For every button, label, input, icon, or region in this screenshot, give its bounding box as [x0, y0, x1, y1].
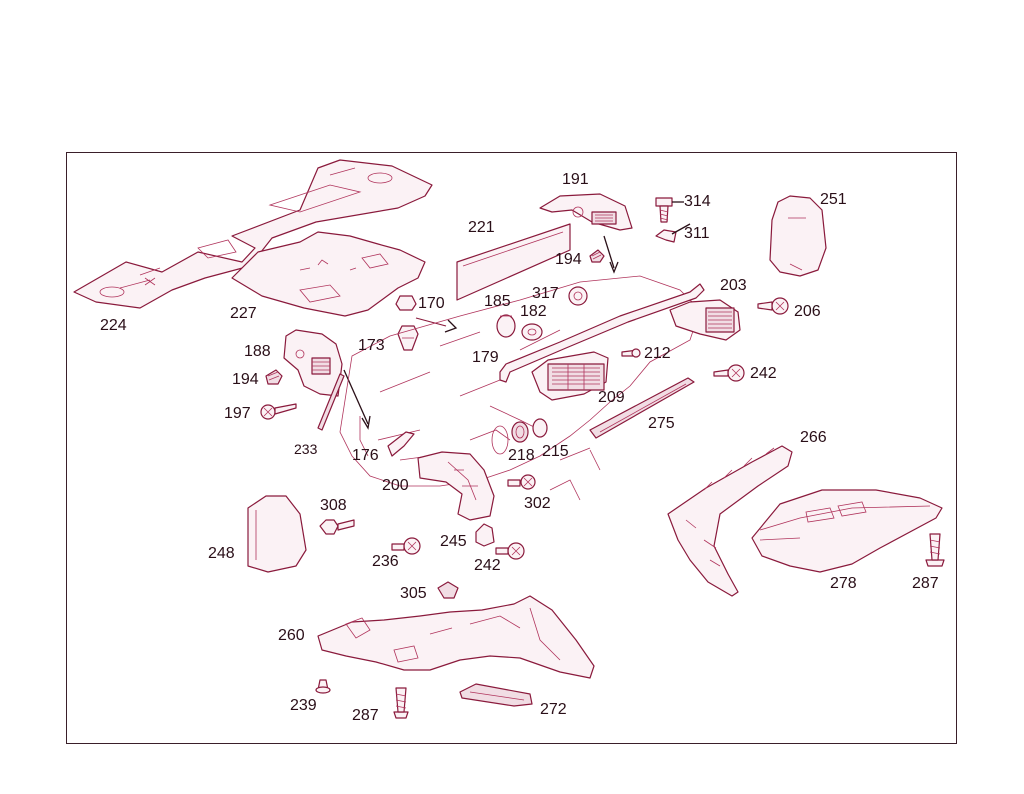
part-194-clip-left[interactable]	[265, 369, 283, 385]
label-305: 305	[400, 585, 427, 602]
part-251-side-cover[interactable]	[769, 195, 827, 277]
label-275: 275	[648, 415, 675, 432]
label-287-bottom: 287	[352, 707, 379, 724]
part-248-cover[interactable]	[247, 495, 307, 573]
part-194-clip-upper[interactable]	[589, 249, 605, 263]
part-188-side-vent[interactable]	[283, 329, 343, 397]
part-224-insulation-mat[interactable]	[73, 159, 433, 309]
label-239: 239	[290, 697, 317, 714]
diagram-frame	[66, 152, 957, 744]
label-218: 218	[508, 447, 535, 464]
label-272: 272	[540, 701, 567, 718]
part-209-center-vent[interactable]	[531, 351, 609, 401]
label-188: 188	[244, 343, 271, 360]
label-287-right: 287	[912, 575, 939, 592]
label-194-left: 194	[232, 371, 259, 388]
part-179-trim-strip[interactable]	[499, 283, 705, 383]
label-224: 224	[100, 317, 127, 334]
label-179: 179	[472, 349, 499, 366]
label-248: 248	[208, 545, 235, 562]
part-311-clip[interactable]	[655, 229, 677, 243]
part-233-strip[interactable]	[317, 373, 345, 431]
part-302-screw[interactable]	[507, 474, 536, 490]
part-305-clip[interactable]	[437, 581, 459, 599]
part-218-switch[interactable]	[491, 421, 529, 455]
part-317-grommet[interactable]	[568, 286, 588, 306]
label-266: 266	[800, 429, 827, 446]
part-236-screw[interactable]	[391, 537, 421, 555]
leader-lines	[671, 201, 691, 235]
label-206: 206	[794, 303, 821, 320]
label-311: 311	[684, 225, 710, 242]
part-245-clip[interactable]	[475, 523, 495, 547]
part-173-clip[interactable]	[397, 325, 419, 351]
part-275-strip[interactable]	[589, 377, 695, 439]
part-239-fastener[interactable]	[315, 679, 331, 694]
part-170-clip[interactable]	[395, 295, 458, 333]
label-242-lower: 242	[474, 557, 501, 574]
part-287-screw-right[interactable]	[925, 533, 945, 567]
label-302: 302	[524, 495, 551, 512]
part-227-floor-mat[interactable]	[231, 231, 426, 317]
part-272-plate[interactable]	[459, 683, 533, 707]
part-labels: 224 227 221 191 314 311 251 194 317 185 …	[100, 171, 939, 724]
part-287-screw-bottom[interactable]	[393, 687, 409, 719]
label-233: 233	[294, 441, 318, 457]
label-197: 197	[224, 405, 251, 422]
label-194-upper: 194	[555, 251, 582, 268]
label-251: 251	[820, 191, 847, 208]
label-308: 308	[320, 497, 347, 514]
label-215: 215	[542, 443, 569, 460]
label-209: 209	[598, 389, 625, 406]
label-170: 170	[418, 295, 445, 312]
label-221: 221	[468, 219, 495, 236]
part-266-side-panel[interactable]	[667, 445, 793, 597]
label-245: 245	[440, 533, 467, 550]
label-176: 176	[352, 447, 379, 464]
part-308-screw[interactable]	[319, 519, 355, 535]
label-236: 236	[372, 553, 399, 570]
part-203-right-vent[interactable]	[669, 299, 741, 341]
label-278: 278	[830, 575, 857, 592]
part-206-screw[interactable]	[757, 297, 789, 315]
part-314-bolt[interactable]	[655, 197, 673, 223]
label-242-upper: 242	[750, 365, 777, 382]
part-212-pin[interactable]	[621, 348, 641, 358]
part-278-tray[interactable]	[751, 489, 943, 573]
part-176-bracket[interactable]	[387, 431, 415, 457]
part-221-panel[interactable]	[456, 223, 571, 301]
part-260-lower-panel[interactable]	[317, 595, 595, 679]
label-182: 182	[520, 303, 547, 320]
label-185: 185	[484, 293, 511, 310]
part-182-washer[interactable]	[521, 323, 543, 341]
part-185-plug[interactable]	[496, 314, 516, 338]
part-191-center-cover[interactable]	[539, 193, 633, 231]
label-227: 227	[230, 305, 257, 322]
part-242-screw-upper[interactable]	[713, 364, 745, 382]
part-242-screw-lower[interactable]	[495, 542, 525, 560]
label-173: 173	[358, 337, 385, 354]
label-191: 191	[562, 171, 589, 188]
label-212: 212	[644, 345, 671, 362]
part-200-housing[interactable]	[417, 451, 495, 521]
part-215-knob[interactable]	[532, 418, 548, 438]
label-203: 203	[720, 277, 747, 294]
label-260: 260	[278, 627, 305, 644]
label-314: 314	[684, 193, 711, 210]
label-317: 317	[532, 285, 559, 302]
part-197-screw[interactable]	[260, 403, 297, 420]
label-200: 200	[382, 477, 409, 494]
